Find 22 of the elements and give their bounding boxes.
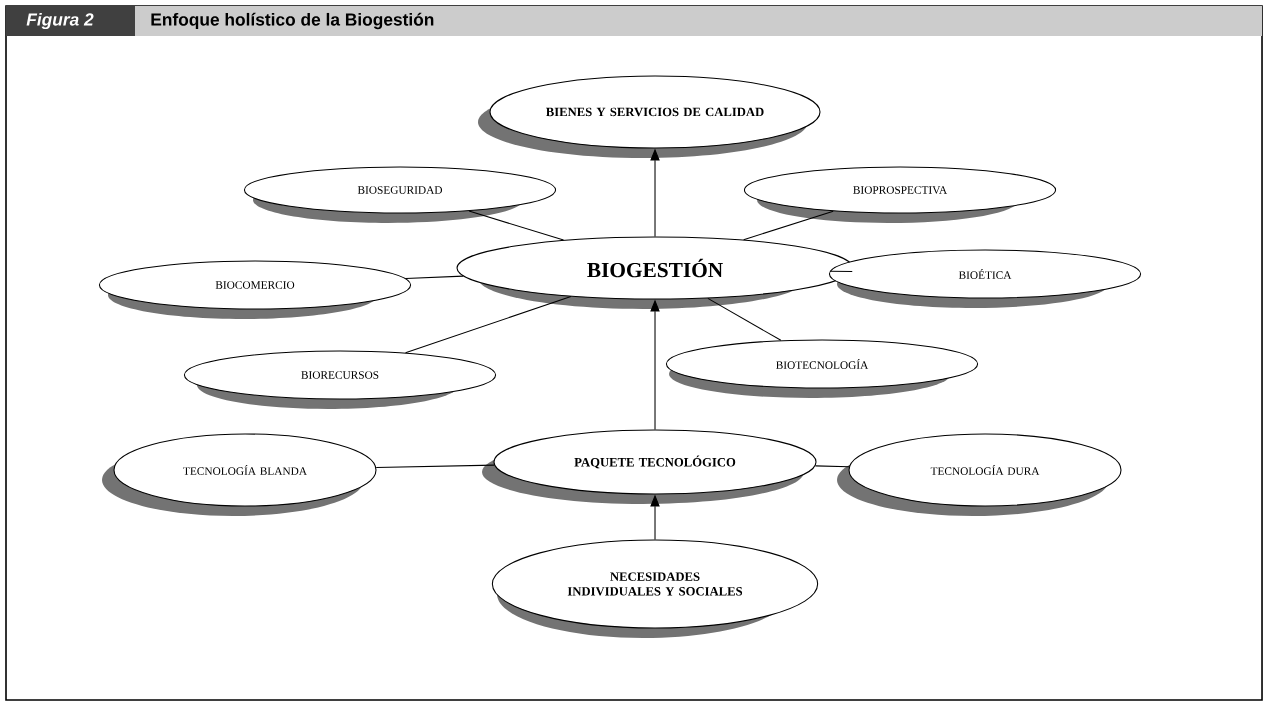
connector-line [405,296,572,354]
connector-line [375,464,495,468]
ellipse-node: BIOSEGURIDAD [243,166,557,223]
ellipse-node: PAQUETE TECNOLÓGICO [482,429,817,504]
ellipse-node: BIOTECNOLOGÍA [665,339,979,398]
connector-line [829,270,853,273]
ellipse-node: BIOÉTICA [828,249,1142,308]
ellipse-node: BIOPROSPECTIVA [743,166,1057,223]
connector-line [814,465,850,468]
ellipse-node: BIORECURSOS [183,350,497,409]
connector-line [405,275,464,280]
ellipse-node: BIOGESTIÓN [456,236,854,309]
figure-number: Figura 2 [6,6,135,36]
ellipse-node: BIOCOMERCIO [98,260,412,319]
ellipse-node: TECNOLOGÍA BLANDA [102,433,377,516]
connector-line [743,210,834,241]
connector-line [468,210,565,241]
connector-line [707,297,782,341]
ellipse-node: NECESIDADES INDIVIDUALES Y SOCIALES [491,539,819,638]
ellipse-node: TECNOLOGÍA DURA [837,433,1122,516]
title-bar: Enfoque holístico de la Biogestión [135,6,1262,36]
ellipse-node: BIENES Y SERVICIOS DE CALIDAD [478,75,821,158]
